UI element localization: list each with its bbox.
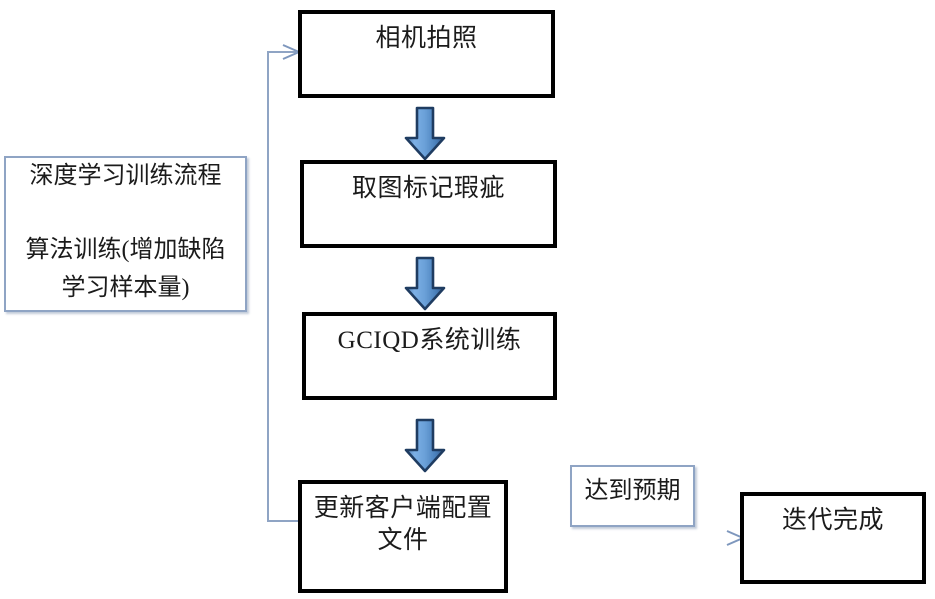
node-capture[interactable]: 相机拍照 [298, 10, 555, 98]
side-note-box: 深度学习训练流程 算法训练(增加缺陷 学习样本量) [4, 156, 247, 312]
node-mark-defects[interactable]: 取图标记瑕疵 [300, 160, 557, 248]
node-capture-label: 相机拍照 [375, 25, 478, 52]
side-note-text: 深度学习训练流程 算法训练(增加缺陷 学习样本量) [25, 163, 226, 301]
edge-label-text: 达到预期 [584, 478, 681, 504]
node-iteration-done[interactable]: 迭代完成 [740, 492, 926, 584]
node-mark-defects-label: 取图标记瑕疵 [351, 175, 505, 202]
node-system-train-label: GCIQD系统训练 [337, 327, 522, 354]
block-arrow-system-to-update [404, 418, 446, 473]
update-to-done-arrow [508, 530, 746, 546]
block-arrow-mark-to-system [404, 256, 446, 311]
node-iteration-done-label: 迭代完成 [781, 507, 884, 534]
node-update-config-label: 更新客户端配置 文件 [313, 495, 493, 554]
block-arrow-capture-to-mark [404, 106, 446, 161]
edge-label-meets-expectation: 达到预期 [570, 465, 695, 527]
node-system-train[interactable]: GCIQD系统训练 [302, 312, 557, 400]
node-update-config[interactable]: 更新客户端配置 文件 [298, 480, 508, 593]
feedback-arrow [267, 44, 302, 522]
